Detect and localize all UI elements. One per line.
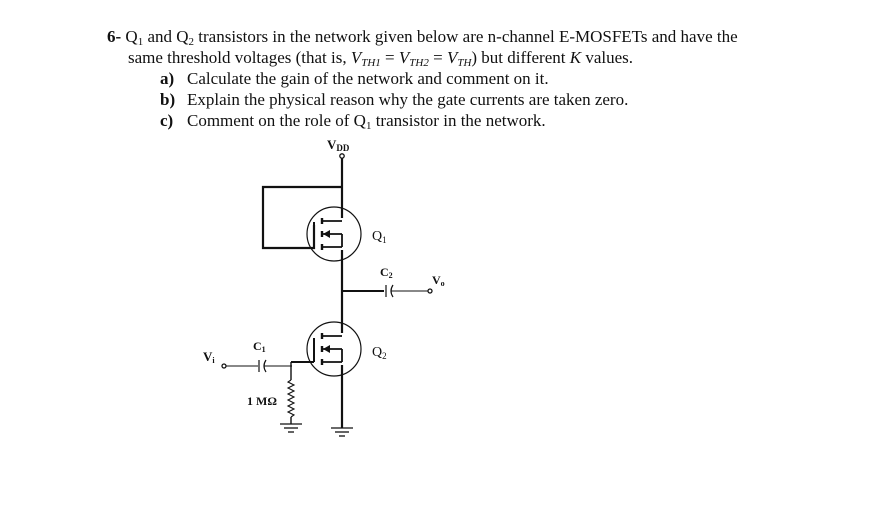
vdd-terminal [339, 153, 345, 159]
line2-mid: ) but different [471, 48, 570, 67]
part-a-text: Calculate the gain of the network and co… [187, 69, 549, 88]
c1-label: C1 [253, 339, 266, 354]
q2-transistor [306, 321, 362, 377]
vth2-symbol: V [398, 48, 410, 67]
line2-pre: same threshold voltages (that is, [128, 48, 351, 67]
vo-label: Vo [432, 273, 445, 288]
part-b: b) Explain the physical reason why the ga… [160, 89, 628, 110]
q2-label: Q2 [372, 345, 387, 361]
and-text: and [143, 27, 177, 46]
q1-transistor [306, 206, 362, 262]
q1-label: Q1 [372, 229, 387, 245]
part-a: a) Calculate the gain of the network and … [160, 68, 549, 89]
q2-subscript: 2 [188, 36, 195, 48]
q1-subscript: 1 [137, 36, 144, 48]
vth2-subscript: TH2 [409, 57, 429, 69]
vi-label: Vi [203, 349, 215, 365]
vth1-symbol: V [350, 48, 362, 67]
line2-post: values. [581, 48, 634, 67]
part-b-letter: b) [160, 90, 176, 109]
c2-label: C2 [380, 265, 393, 280]
ground-symbol-q2 [331, 427, 353, 437]
q1-gate-drain-loop [261, 185, 342, 250]
ground-symbol-resistor [280, 423, 302, 433]
part-b-text: Explain the physical reason why the gate… [187, 90, 629, 109]
q1-name: Q [125, 27, 138, 46]
vth-symbol: V [446, 48, 458, 67]
eq-2: = [428, 48, 447, 67]
resistor-label: 1 MΩ [247, 394, 277, 408]
eq-1: = [380, 48, 399, 67]
part-c-letter: c) [160, 111, 174, 130]
vth-subscript: TH [457, 57, 472, 69]
vdd-label: VDD [327, 137, 350, 153]
part-a-letter: a) [160, 69, 175, 88]
k-symbol: K [569, 48, 582, 67]
part-c-post: transistor in the network. [371, 111, 546, 130]
part-c-subscript: 1 [365, 120, 372, 132]
problem-line-1: 6- Q1 and Q2 transistors in the network … [107, 26, 738, 53]
problem-number: 6- [107, 27, 122, 46]
vo-terminal [427, 288, 433, 294]
part-c-pre: Comment on the role of Q [187, 111, 366, 130]
problem-line-2: same threshold voltages (that is, VTH1 =… [128, 47, 633, 74]
line1-rest: transistors in the network given below a… [194, 27, 738, 46]
q2-name: Q [176, 27, 189, 46]
part-c: c) Comment on the role of Q1 transistor i… [160, 110, 546, 137]
vi-terminal [221, 363, 227, 369]
vth1-subscript: TH1 [361, 57, 381, 69]
resistor-1mohm [286, 379, 296, 418]
